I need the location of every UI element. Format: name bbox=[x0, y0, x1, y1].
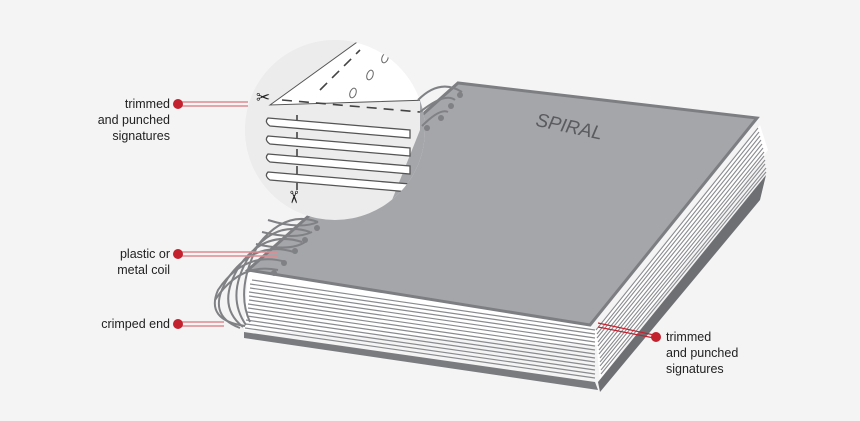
label-line: crimped end bbox=[101, 317, 170, 331]
callouts bbox=[173, 99, 661, 342]
label-line: and punched bbox=[97, 113, 170, 127]
coil-upper bbox=[417, 85, 463, 127]
callout-dot-trimmed-right bbox=[651, 332, 661, 342]
scissors-icon-horizontal: ✂ bbox=[256, 88, 270, 108]
coil-holes-lower bbox=[271, 225, 320, 276]
callout-dot-coil bbox=[173, 249, 183, 259]
page-stack bbox=[244, 125, 768, 392]
label-line: metal coil bbox=[117, 263, 170, 277]
label-line: signatures bbox=[112, 129, 170, 143]
coil-holes-upper bbox=[424, 92, 463, 131]
label-crimped: crimped end bbox=[60, 316, 170, 332]
label-line: plastic or bbox=[119, 247, 170, 261]
scissors-icon-vertical: ✂ bbox=[283, 190, 303, 204]
label-coil: plastic or metal coil bbox=[60, 246, 170, 278]
callout-dot-crimped bbox=[173, 319, 183, 329]
label-trimmed-right: trimmed and punched signatures bbox=[666, 329, 786, 377]
label-line: signatures bbox=[666, 362, 724, 376]
coil-lower bbox=[213, 217, 319, 329]
callout-dot-trimmed-top bbox=[173, 99, 183, 109]
label-line: and punched bbox=[666, 346, 739, 360]
label-line: trimmed bbox=[666, 330, 712, 344]
label-trimmed-top: trimmed and punched signatures bbox=[60, 96, 170, 144]
label-line: trimmed bbox=[124, 97, 170, 111]
